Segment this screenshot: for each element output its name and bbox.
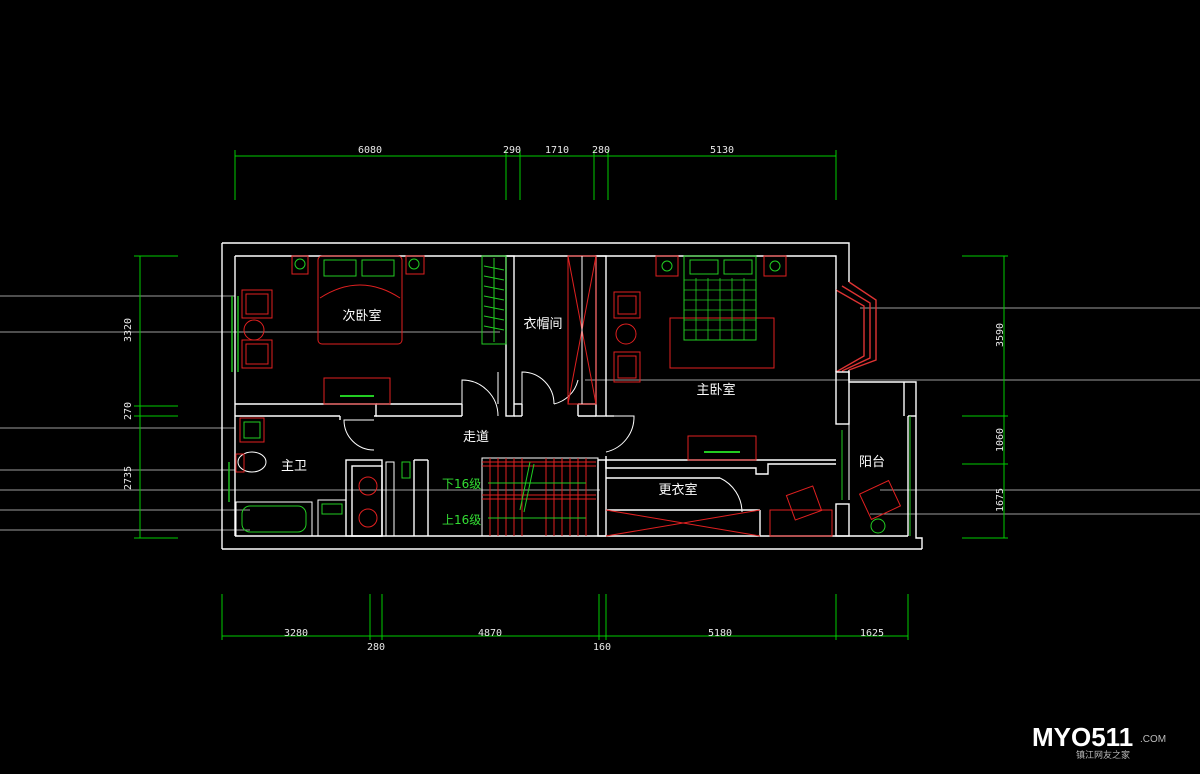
walls [221,242,923,550]
dim-bottom-4: 1625 [860,628,884,639]
dim-top-2: 290 [503,145,521,156]
dim-left-2: 270 [123,402,134,420]
master-bedroom-furniture [613,255,787,461]
room-labels: 次卧室 衣帽间 主卧室 走道 主卫 更衣室 阳台 [281,308,885,498]
label-master-bedroom: 主卧室 [696,382,735,398]
label-balcony: 阳台 [859,455,885,470]
dim-top-3: 1710 [545,145,569,156]
watermark-brand: MYO511 [1032,722,1133,752]
dim-bottom-1: 3280 [284,628,308,639]
dim-right-3: 1675 [995,488,1006,512]
dim-top-4: 280 [592,145,610,156]
dimension-labels-bottom: 3280 4870 5180 1625 280 160 [284,628,884,653]
watermark-tagline: 镇江网友之家 [1076,749,1130,760]
balcony-furniture [841,416,911,536]
label-second-bedroom: 次卧室 [342,308,381,324]
dimension-labels-right: 3590 1060 1675 [995,323,1006,512]
dim-left-1: 3320 [123,318,134,342]
dim-top-1: 6080 [358,145,382,156]
label-dressing-room: 更衣室 [658,482,697,498]
staircase [481,457,599,537]
watermark-suffix: .COM [1140,734,1166,745]
dimension-labels-left: 3320 270 2735 [123,318,134,490]
second-bedroom-furniture [241,255,507,405]
label-corridor: 走道 [463,430,489,445]
site-watermark: MYO511 .COM 镇江网友之家 [1032,722,1166,760]
dimension-labels-top: 6080 290 1710 280 5130 [358,145,734,156]
leader-lines [0,295,1200,531]
dim-bottom-6: 160 [593,642,611,653]
label-cloakroom: 衣帽间 [523,316,562,332]
dim-top-5: 5130 [710,145,734,156]
label-stairs-up: 上16级 [442,513,481,527]
label-master-bath: 主卫 [281,459,307,474]
dim-bottom-2: 4870 [478,628,502,639]
stair-labels: 下16级 上16级 [442,477,481,527]
label-stairs-down: 下16级 [442,477,481,491]
bathroom-fixtures [235,417,411,537]
cloakroom-furniture [567,255,597,405]
dimension-lines [134,150,1008,640]
dim-bottom-5: 280 [367,642,385,653]
dim-left-3: 2735 [123,466,134,490]
dim-bottom-3: 5180 [708,628,732,639]
dressing-room-furniture [605,485,833,537]
dim-right-2: 1060 [995,428,1006,452]
dim-right-1: 3590 [995,323,1006,347]
